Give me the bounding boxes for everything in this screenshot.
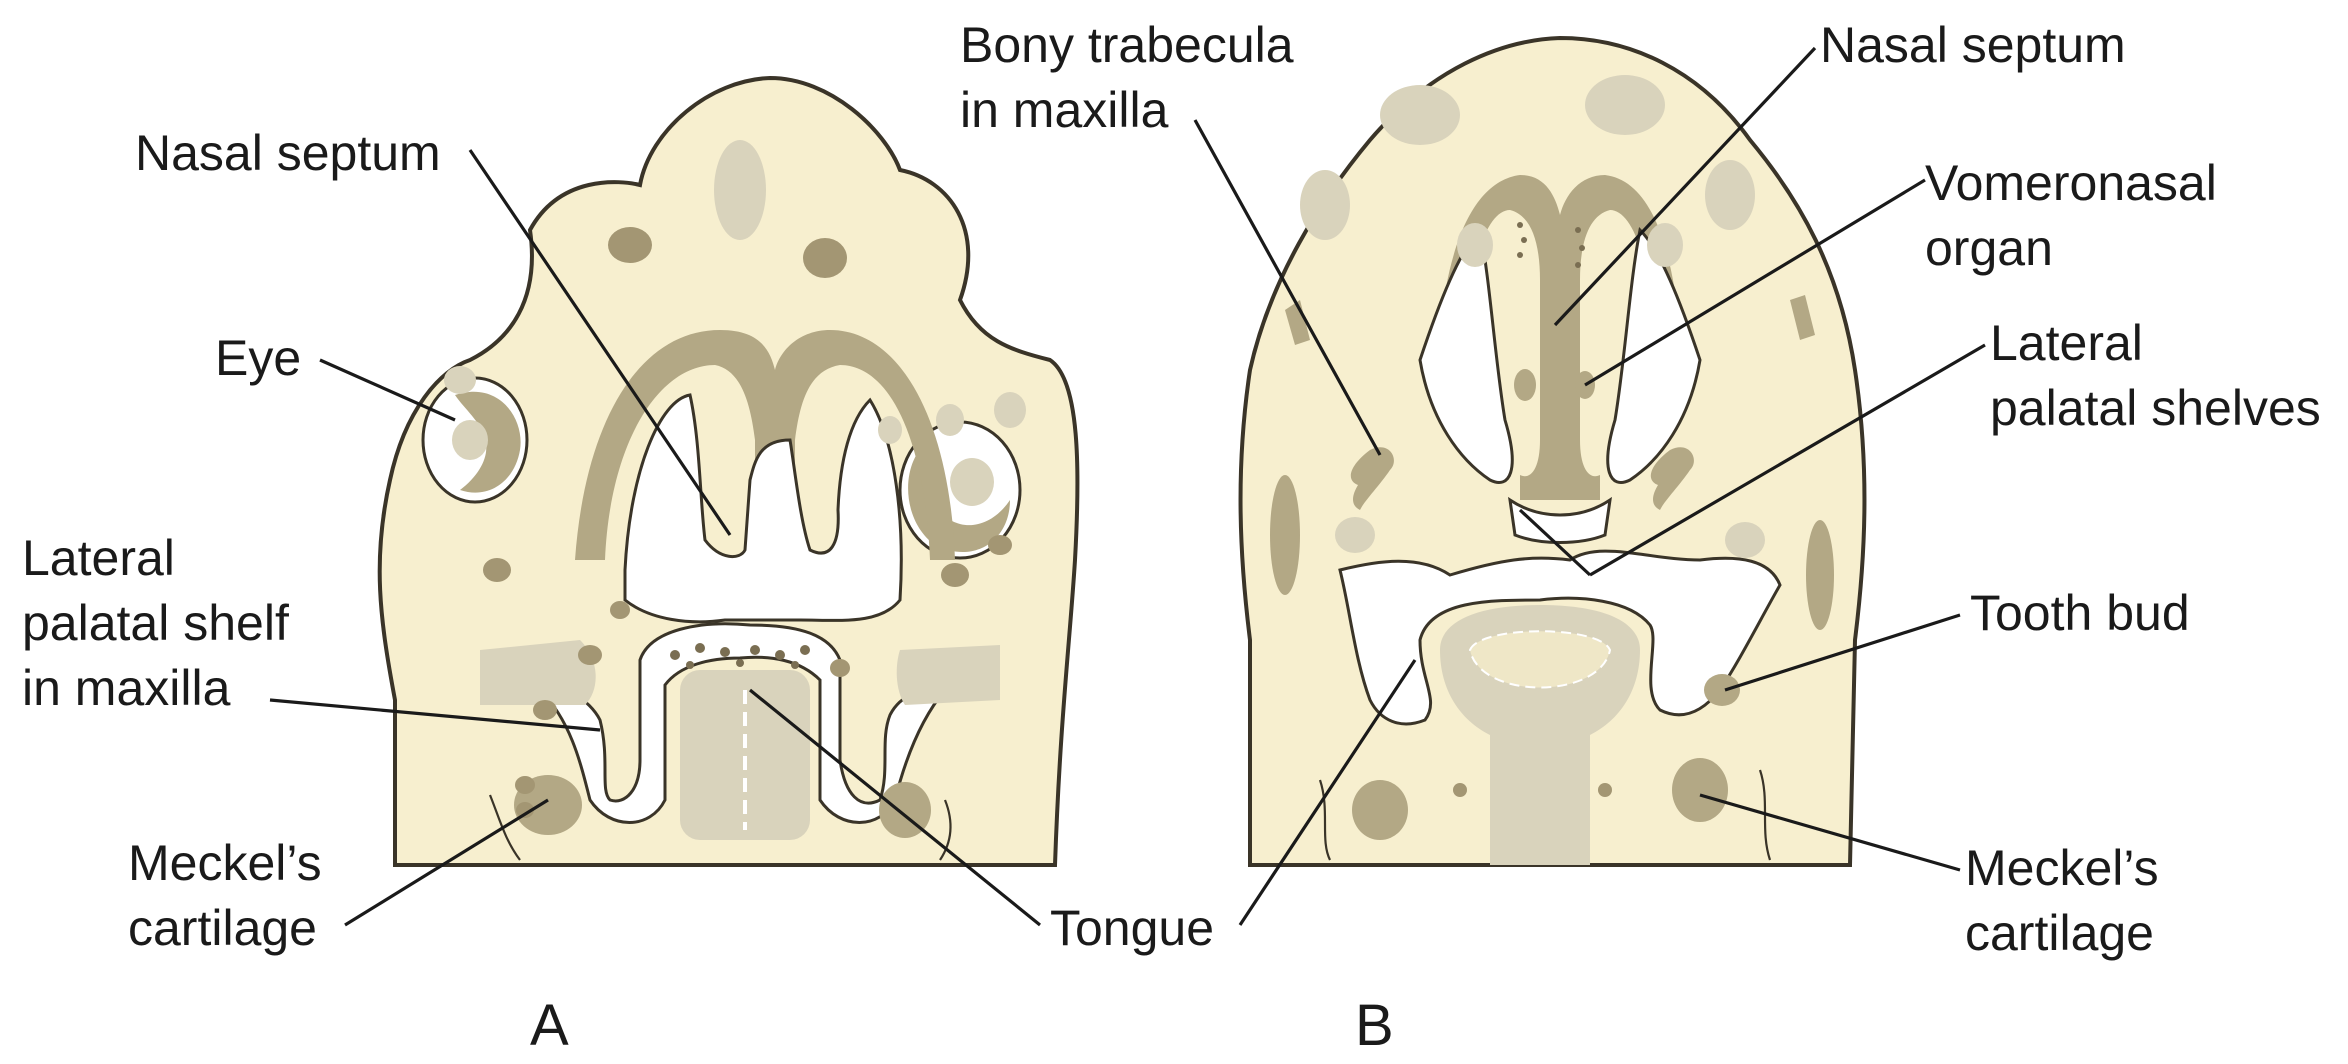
- leader-a-eye: [319, 358, 456, 422]
- panel-a-section: [377, 75, 1080, 867]
- panel-b-section: [1238, 35, 1867, 867]
- label-b-lateral-shelves-1: Lateral: [1990, 315, 2143, 371]
- panel-b-vomeronasal-left: [1514, 369, 1536, 401]
- leader-a-nasal-septum: [468, 149, 732, 536]
- leader-b-bony-trabecula: [1193, 119, 1382, 456]
- panel-a-palatal-shelf-left: [480, 640, 596, 705]
- panel-a-labels: Nasal septum Eye Lateral palatal shelf i…: [22, 125, 569, 1058]
- panel-b-bony-trabecula-left: [1350, 447, 1394, 510]
- label-b-meckels-2: cartilage: [1965, 905, 2154, 961]
- panel-a-tissue-blobs: [444, 140, 1026, 720]
- panel-b-nasal-cartilage: [1440, 175, 1680, 500]
- panel-b-oral-cavity: [1338, 549, 1782, 726]
- label-tongue: Tongue: [1050, 900, 1214, 956]
- label-a-meckels-1: Meckel’s: [128, 835, 322, 891]
- panel-a-palatal-shelf-right: [896, 645, 1000, 705]
- panel-a-nasal-cavity: [623, 393, 903, 624]
- leader-b-nasal-septum: [1553, 46, 1817, 327]
- label-b-tooth-bud: Tooth bud: [1970, 585, 2190, 641]
- shared-labels: Tongue: [1050, 900, 1214, 956]
- panel-a-meckels-right: [879, 782, 931, 838]
- label-b-vomeronasal-1: Vomeronasal: [1925, 155, 2217, 211]
- panel-b-tissue-blobs: [1300, 75, 1765, 558]
- label-b-vomeronasal-2: organ: [1925, 220, 2053, 276]
- label-b-nasal-septum: Nasal septum: [1820, 17, 2126, 73]
- leader-lines: [269, 46, 1986, 927]
- leader-a-tongue: [748, 688, 1042, 927]
- label-b-bony-trabecula-1: Bony trabecula: [960, 17, 1294, 73]
- panel-a-oral-cavity: [537, 622, 948, 824]
- label-a-meckels-2: cartilage: [128, 900, 317, 956]
- label-b-bony-trabecula-2: in maxilla: [960, 82, 1169, 138]
- panel-b-meckels-right: [1672, 758, 1728, 822]
- panel-a-tongue-dots: [670, 643, 810, 669]
- leader-b-vomeronasal: [1584, 178, 1926, 387]
- label-b-meckels-1: Meckel’s: [1965, 840, 2159, 896]
- panel-b-tooth-bud: [1704, 674, 1740, 706]
- panel-b-nasal-cavity: [1418, 226, 1514, 484]
- leader-a-meckels: [344, 798, 549, 927]
- label-a-eye: Eye: [215, 330, 301, 386]
- panel-a-nasal-cartilage: [575, 330, 955, 560]
- panel-b-labels: Bony trabecula in maxilla Nasal septum V…: [960, 17, 2321, 1058]
- panel-b-side-cartilage-right: [1806, 520, 1834, 630]
- label-a-lateral-palatal-shelf-2: palatal shelf: [22, 595, 289, 651]
- panel-b-bony-trabecula-right: [1650, 447, 1694, 510]
- label-a-lateral-palatal-shelf-3: in maxilla: [22, 660, 231, 716]
- leader-a-lateral-palatal-shelf: [269, 698, 601, 732]
- leader-b-lateral-shelves: [1589, 343, 1986, 577]
- leader-b-lateral-shelves-2: [1518, 508, 1592, 577]
- panel-a-letter: A: [530, 993, 569, 1058]
- panel-b-letter: B: [1355, 993, 1394, 1058]
- panel-b-meckels-left: [1352, 780, 1408, 840]
- panel-a-eye-right-lens: [950, 458, 994, 506]
- label-a-nasal-septum: Nasal septum: [135, 125, 441, 181]
- leader-b-tongue: [1238, 659, 1417, 926]
- panel-a-eye-left-lens: [452, 420, 488, 460]
- leader-b-meckels: [1699, 793, 1961, 872]
- panel-b-side-cartilage-left: [1270, 475, 1300, 595]
- leader-b-tooth-bud: [1724, 613, 1961, 692]
- label-b-lateral-shelves-2: palatal shelves: [1990, 380, 2321, 436]
- label-a-lateral-palatal-shelf-1: Lateral: [22, 530, 175, 586]
